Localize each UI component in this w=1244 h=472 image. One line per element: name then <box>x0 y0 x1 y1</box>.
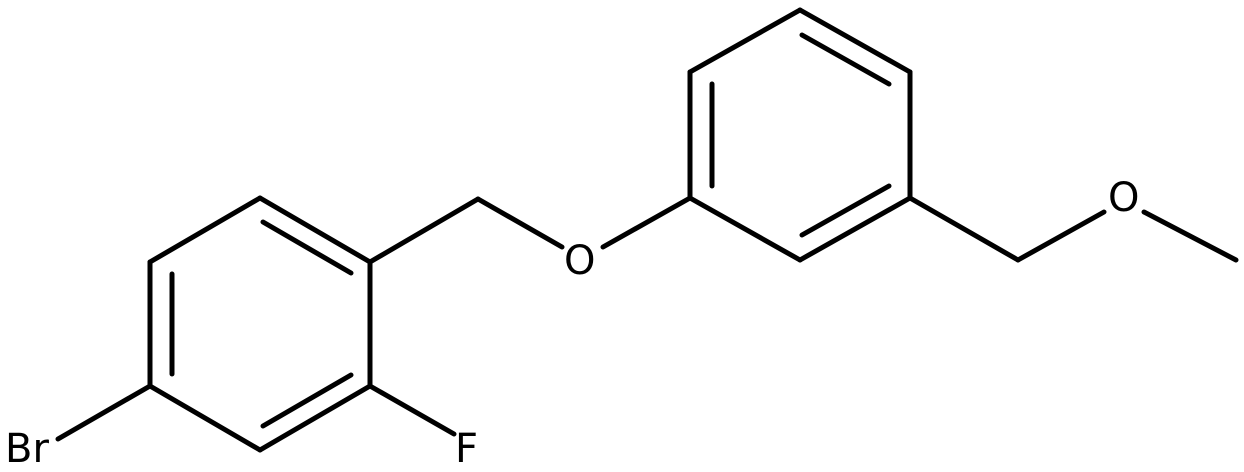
atom-label-fluorine: F <box>455 426 478 472</box>
atom-label-bromine: Br <box>5 426 49 472</box>
bond-ring-b-5-inner <box>799 183 892 238</box>
phenyl-ring <box>687 7 913 263</box>
bromofluorophenyl-ring <box>147 195 373 453</box>
bond-ring-a-1 <box>147 195 263 265</box>
atom-label-methoxy-oxygen: O <box>1108 175 1139 221</box>
bond-ring-a-2 <box>257 195 373 265</box>
bond-ring-a-4 <box>257 383 373 453</box>
atom-label-ether-oxygen: O <box>564 238 595 284</box>
bond-ring-a-2-inner <box>260 219 354 276</box>
bond-ring-a-5 <box>147 383 263 453</box>
bond-ring-ch2-methoxy <box>907 195 1021 263</box>
bond-ring-b-5 <box>797 195 913 263</box>
bond-ring-b-3-inner <box>799 32 892 87</box>
bond-c-f <box>367 383 457 437</box>
bond-o-ring <box>600 195 693 250</box>
bond-c-br <box>55 383 153 442</box>
bond-ring-b-6 <box>687 195 803 263</box>
bond-ch2-o <box>475 196 565 250</box>
bond-ring-b-3 <box>797 7 913 75</box>
bond-o-ch3 <box>1141 209 1239 263</box>
bond-ring-ch2 <box>367 196 481 265</box>
bond-ring-a-4-inner <box>260 372 354 429</box>
bond-ring-b-2 <box>687 7 803 75</box>
bond-ch2-o-methoxy <box>1015 209 1107 263</box>
